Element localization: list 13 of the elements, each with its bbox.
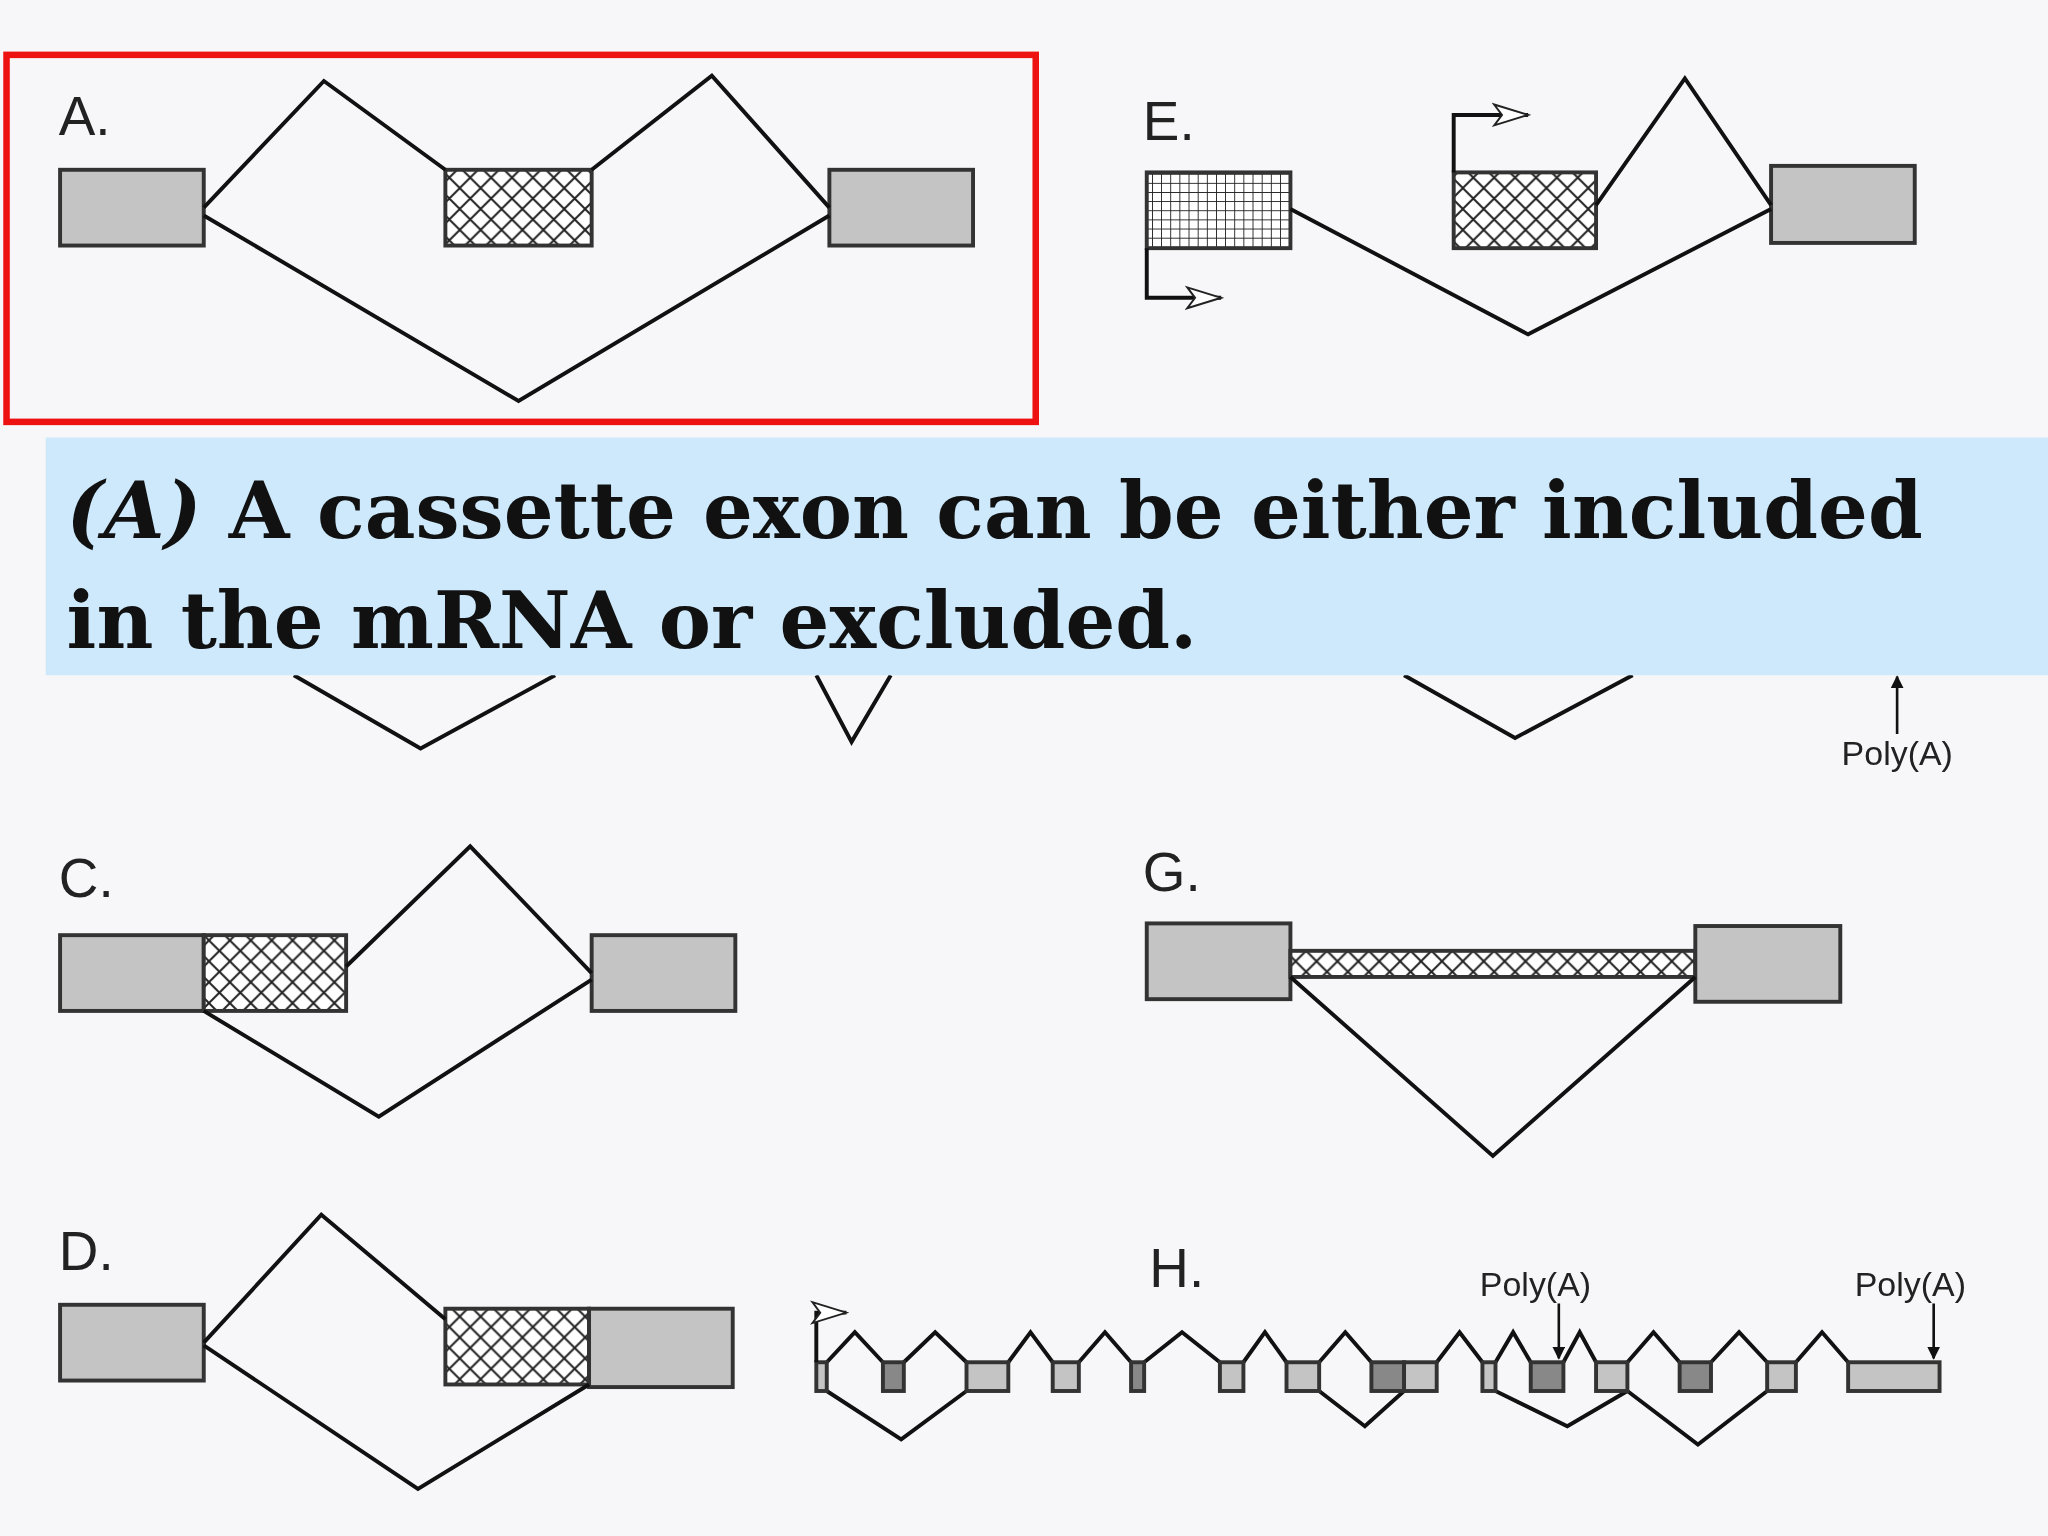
leader-arrow [1552, 1303, 1566, 1360]
panel-letter: H. [1149, 1240, 1205, 1296]
panel-letter: D. [58, 1223, 114, 1279]
panel-letter: A. [58, 88, 111, 144]
poly-a-label: Poly(A) [1854, 1266, 1966, 1301]
panel-letter: E. [1142, 94, 1195, 149]
poly-a-label: Poly(A) [1479, 1266, 1592, 1301]
panel-letter: C. [58, 851, 114, 907]
poly-a-label: Poly(A) [1841, 736, 1953, 771]
caption: (A) A cassette exon can be either included in the mRNA or excluded. [66, 463, 1924, 669]
leader-arrow [1890, 675, 1904, 735]
panel-letter: G. [1142, 845, 1201, 900]
leader-arrow [1927, 1303, 1941, 1360]
